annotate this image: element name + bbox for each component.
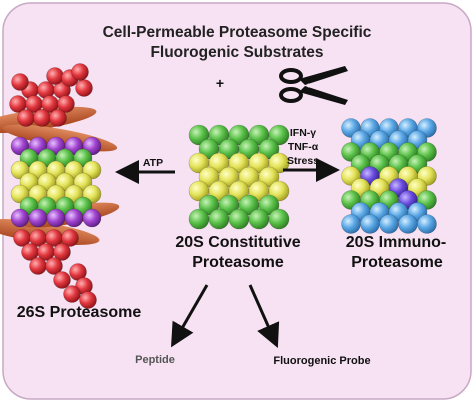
immuno-subunit-ball xyxy=(360,214,380,234)
plus-sign: + xyxy=(216,75,224,91)
regulatory-particle-ball xyxy=(11,73,29,91)
constitutive-proteasome xyxy=(188,124,290,230)
cytokine-label-stress: Stress xyxy=(287,155,319,167)
regulatory-particle-ball xyxy=(29,257,47,275)
scissors-icon xyxy=(279,66,348,105)
regulatory-particle-ball xyxy=(57,95,75,113)
constitutive-subunit-ball xyxy=(208,208,230,230)
constitutive-subunit-ball xyxy=(268,208,290,230)
proteasome-26s xyxy=(0,63,120,309)
peptide-arrow xyxy=(171,284,209,348)
regulatory-particle-ball xyxy=(17,109,35,127)
regulatory-particle-ball xyxy=(45,257,63,275)
immuno-subunit-ball xyxy=(398,214,418,234)
regulatory-particle-ball xyxy=(63,285,81,303)
26s-core-subunit-ball xyxy=(28,208,48,228)
constitutive-subunit-ball xyxy=(248,208,270,230)
regulatory-particle-ball xyxy=(49,109,67,127)
constitutive-label-line-1: 20S Constitutive xyxy=(175,234,300,251)
constitutive-subunit-ball xyxy=(268,180,290,202)
constitutive-subunit-ball xyxy=(268,124,290,146)
regulatory-particle-ball xyxy=(71,63,89,81)
constitutive-subunit-ball xyxy=(188,208,210,230)
title-line-1: Cell-Permeable Proteasome Specific xyxy=(103,24,372,41)
26s-core-subunit-ball xyxy=(10,208,30,228)
immuno-subunit-ball xyxy=(379,214,399,234)
26s-core-subunit-ball xyxy=(46,208,66,228)
regulatory-particle-ball xyxy=(79,291,97,309)
probe-label: Fluorogenic Probe xyxy=(273,355,370,367)
regulatory-particle-ball xyxy=(75,79,93,97)
26s-core-subunit-ball xyxy=(64,208,84,228)
proteasome-26s-label: 26S Proteasome xyxy=(17,304,142,321)
regulatory-particle-ball xyxy=(46,67,64,85)
constitutive-subunit-ball xyxy=(258,138,280,160)
immuno-subunit-ball xyxy=(341,214,361,234)
regulatory-particle-ball xyxy=(61,229,79,247)
immunoproteasome xyxy=(341,118,437,234)
cytokine-label-tnf: TNF-α xyxy=(288,141,319,153)
immuno-label-line-1: 20S Immuno- xyxy=(346,234,446,251)
26s-core-subunit-ball xyxy=(82,208,102,228)
probe-arrow xyxy=(248,284,280,348)
constitutive-subunit-ball xyxy=(258,166,280,188)
regulatory-particle-ball xyxy=(33,109,51,127)
constitutive-subunit-ball xyxy=(268,152,290,174)
immuno-subunit-ball xyxy=(417,214,437,234)
constitutive-label-line-2: Proteasome xyxy=(192,254,284,271)
regulatory-particle-ball xyxy=(53,243,71,261)
atp-label: ATP xyxy=(143,157,163,169)
constitutive-subunit-ball xyxy=(258,194,280,216)
title-line-2: Fluorogenic Substrates xyxy=(150,44,323,61)
constitutive-subunit-ball xyxy=(228,208,250,230)
cytokine-label-ifn: IFN-γ xyxy=(290,127,316,139)
regulatory-particle-ball xyxy=(53,271,71,289)
peptide-label: Peptide xyxy=(135,354,175,366)
immuno-label-line-2: Proteasome xyxy=(351,254,443,271)
